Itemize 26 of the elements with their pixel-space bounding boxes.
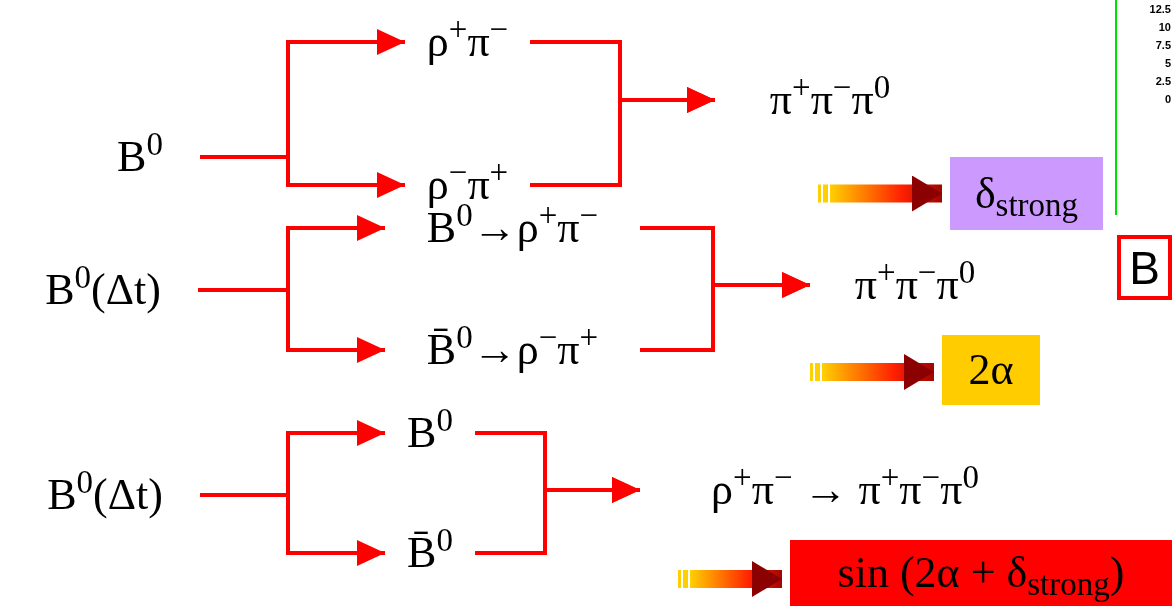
chart-panel <box>1115 0 1172 215</box>
particle-label: B$^{0}$ <box>385 411 475 455</box>
axis-tick-label: 7.5 <box>1155 40 1171 51</box>
axis-tick-label: 10 <box>1158 22 1171 33</box>
particle-label: B̄$^{0}$→ρ$^{−}$π$^{+}$ <box>385 328 640 372</box>
connector-arrow <box>530 87 715 187</box>
particle-label: B$^{0}$ <box>80 132 200 182</box>
axis-tick-label: 2.5 <box>1155 76 1171 87</box>
result-box: sin (2α + δ$_{strong}$) <box>790 540 1172 606</box>
result-box: δ$_{strong}$ <box>950 157 1103 230</box>
particle-label: π$^{+}$π$^{−}$π$^{0}$ <box>715 78 945 122</box>
axis-tick-label: 12.5 <box>1149 4 1171 15</box>
particle-label: B̄$^{0}$ <box>385 531 475 575</box>
connector-arrow <box>640 272 810 352</box>
connector-arrow <box>200 155 405 198</box>
axis-tick-label: 0 <box>1164 94 1171 105</box>
particle-label: B$^{0}$(Δt) <box>8 265 198 315</box>
result-box: 2α <box>942 335 1040 405</box>
connector-arrow <box>475 477 640 555</box>
particle-label: ρ$^{+}$π$^{−}$ → π$^{+}$π$^{−}$π$^{0}$ <box>640 468 1050 512</box>
axis-tick-label: 5 <box>1164 58 1171 69</box>
label-box: B <box>1117 235 1172 300</box>
connector-arrow <box>198 288 385 363</box>
particle-label: π$^{+}$π$^{−}$π$^{0}$ <box>810 263 1020 307</box>
particle-label: B$^{0}$(Δt) <box>10 470 200 520</box>
connector-arrow <box>200 493 385 566</box>
